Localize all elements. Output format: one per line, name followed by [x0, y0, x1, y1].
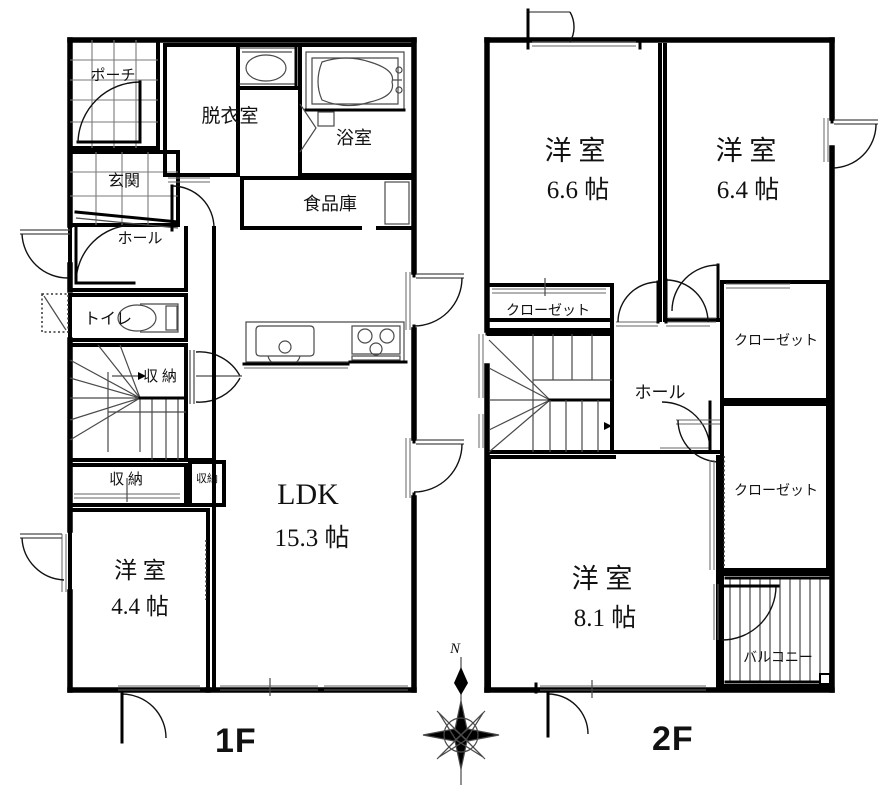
- floor-1-label: 1F: [215, 722, 257, 760]
- western-room-area-1f: 4.4 帖: [111, 594, 169, 619]
- stairs-1f: 収 納: [68, 343, 242, 462]
- ldk-label: LDK: [277, 478, 339, 511]
- bathroom-area: 浴室: [298, 43, 416, 177]
- room-64-label: 洋 室: [716, 136, 777, 166]
- room-64-area-value: 6.4 帖: [717, 176, 780, 204]
- room-64-area: 洋 室 6.4 帖: [663, 43, 878, 323]
- bathroom-label: 浴室: [336, 128, 372, 148]
- floor-2-interior-doors: [616, 278, 710, 327]
- compass-rose-icon: [422, 657, 500, 785]
- storage-bc: 収 納 収納: [68, 460, 226, 507]
- closet-2-area: クローゼット: [720, 280, 830, 402]
- hall-label-2f: ホール: [635, 383, 686, 402]
- storage-label-a: 収 納: [143, 368, 177, 385]
- room-66-label: 洋 室: [545, 136, 606, 166]
- hall-area-1f: ホール: [20, 223, 188, 292]
- pantry-area: 食品庫: [240, 176, 416, 230]
- toilet-area: トイレ: [41, 293, 188, 342]
- hall-label-1f: ホール: [117, 231, 162, 247]
- entrance-label: 玄関: [108, 172, 140, 190]
- storage-label-b: 収 納: [109, 471, 143, 488]
- room-81-area: 洋 室 8.1 帖: [487, 455, 720, 738]
- closet-3-label: クローゼット: [734, 483, 818, 499]
- porch-label: ポーチ: [90, 67, 135, 84]
- ldk-area-value: 15.3 帖: [274, 524, 349, 552]
- room-66-area: 洋 室 6.6 帖: [485, 8, 662, 322]
- stairs-2f: [478, 324, 614, 454]
- balcony-corner-post: [819, 673, 831, 685]
- balcony-area: バルコニー: [713, 572, 834, 688]
- hall-area-2f: ホール: [614, 383, 722, 454]
- closet-1-label: クローゼット: [506, 303, 590, 319]
- western-room-1f: 洋 室 4.4 帖: [20, 508, 210, 744]
- dressing-room-label: 脱衣室: [201, 105, 258, 127]
- floor-2-label: 2F: [652, 720, 694, 758]
- pantry-label: 食品庫: [303, 194, 357, 214]
- dressing-room: 脱衣室: [163, 43, 298, 232]
- compass-north-label: N: [450, 641, 461, 657]
- closet-1-area: クローゼット: [487, 278, 614, 332]
- western-room-label-1f: 洋 室: [114, 558, 166, 583]
- closet-3-area: クローゼット: [676, 402, 830, 572]
- room-66-area-value: 6.6 帖: [547, 176, 610, 204]
- floor-2-plan: 洋 室 6.6 帖 クローゼット 洋 室 6.4 帖: [478, 8, 878, 738]
- floor-1-plan: ポーチ 玄関 ホール: [20, 37, 464, 744]
- room-81-label: 洋 室: [572, 564, 633, 594]
- closet-2-label: クローゼット: [734, 333, 818, 349]
- toilet-label: トイレ: [84, 311, 132, 328]
- room-81-area-value: 8.1 帖: [574, 604, 637, 632]
- balcony-label: バルコニー: [743, 651, 813, 666]
- ldk-area: LDK 15.3 帖: [212, 226, 464, 696]
